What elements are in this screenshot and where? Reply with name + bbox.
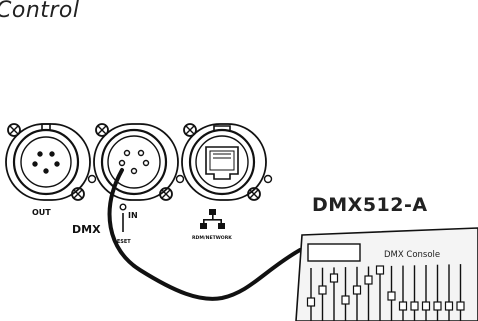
xlr-out-connector [5,123,91,201]
fader-knob [421,301,431,311]
screw-icon [247,187,261,201]
fader-knob [387,291,396,301]
dmx-label: DMX [72,223,101,236]
network-icon [200,209,225,229]
dmx-console: DMX Console [295,227,478,321]
fader-knob [352,285,362,295]
protocol-heading: DMX512-A [312,194,428,216]
fader-bank [306,264,465,321]
reset-led [119,203,127,232]
fader-knob [456,301,465,311]
fader-knob [410,301,419,311]
screw-icon [7,123,21,137]
reset-label: RESET [113,239,131,245]
fader-knob [341,295,350,305]
screw-icon [159,187,173,201]
xlr-in-connector [93,123,179,201]
network-label: RDM/NETWORK [192,235,232,241]
fader-knob [398,301,408,311]
fader-knob [318,285,327,295]
fader-knob [364,275,373,285]
fader-knob [375,265,385,275]
console-display [307,243,361,262]
console-label: DMX Console [384,250,440,260]
screw-icon [183,123,197,137]
fader-knob [329,273,339,283]
screw-icon [95,123,109,137]
fader-knob [444,301,454,311]
fader-knob [306,297,316,307]
out-label: OUT [32,208,51,217]
dmx-cable [107,168,302,301]
fader-knob [433,301,442,311]
ethercon-connector [181,123,267,201]
screw-icon [71,187,85,201]
title-fragment: Control [0,0,80,23]
in-label: IN [128,211,138,220]
